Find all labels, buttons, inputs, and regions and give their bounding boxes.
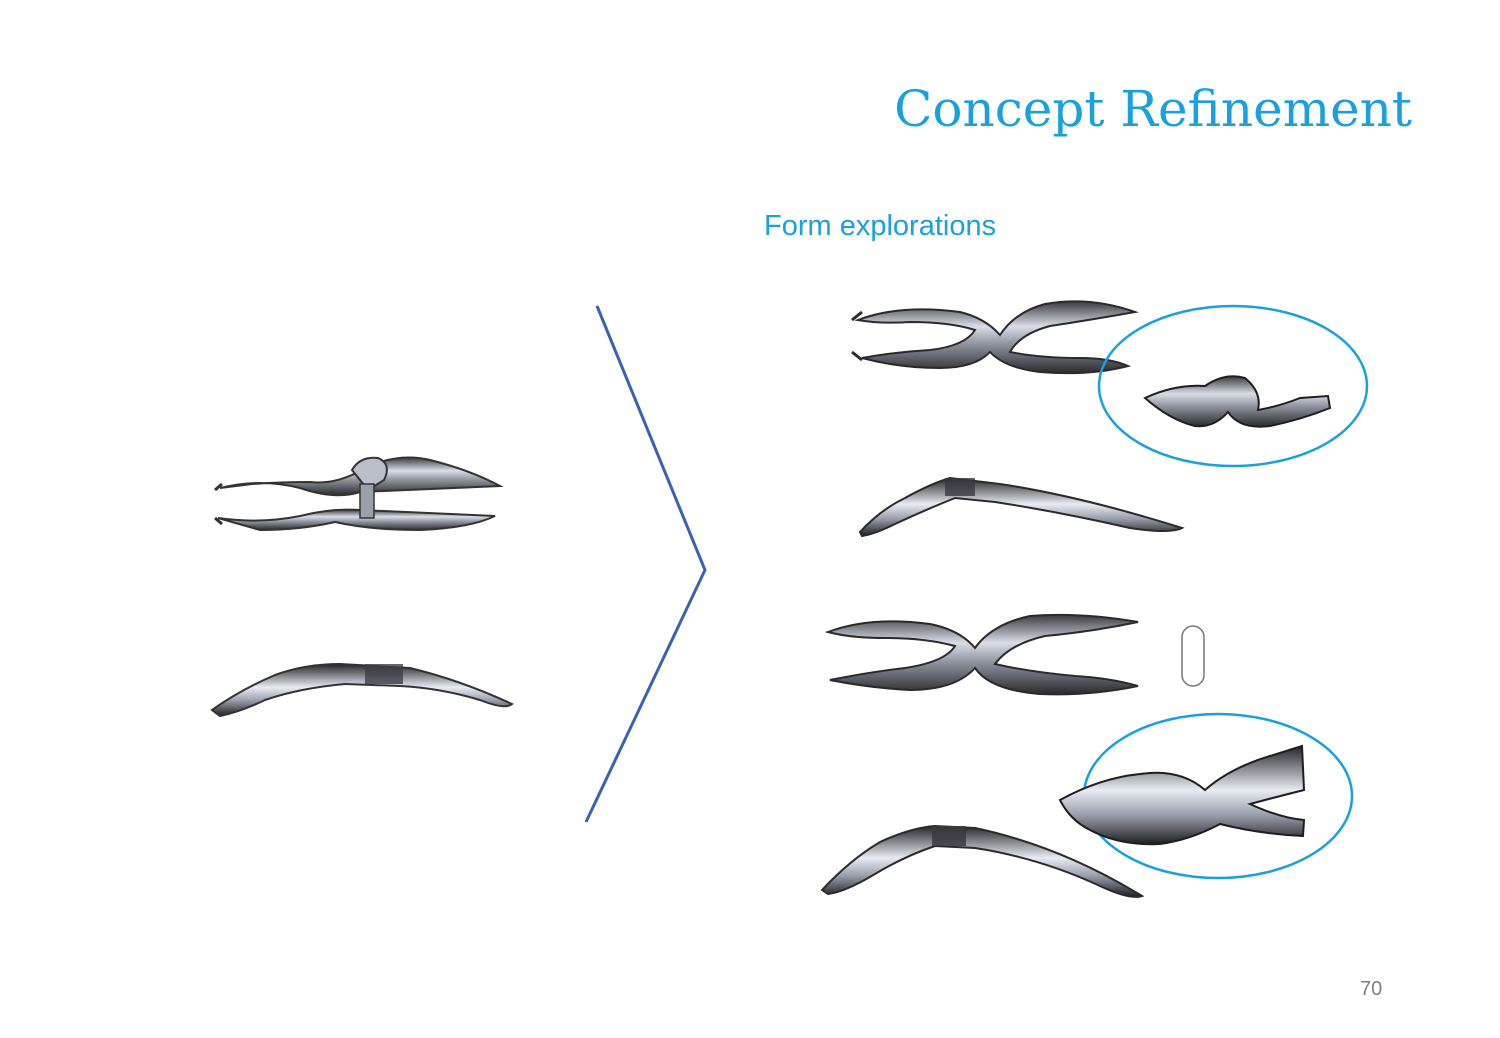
- detail-callout-top: [1097, 304, 1369, 468]
- slide-title: Concept Refinement: [894, 80, 1412, 138]
- forceps-sketch-crossed-jaw-side: [858, 476, 1185, 538]
- chevron-arrow-icon: [584, 305, 707, 823]
- detail-callout-bottom: [1058, 712, 1354, 880]
- page-number: 70: [1360, 978, 1383, 1000]
- forceps-sketch-curved-side: [820, 824, 1145, 898]
- forceps-sketch-open-pliers: [214, 456, 504, 532]
- forceps-sketch-crossed-jaw: [851, 300, 1139, 375]
- section-subtitle: Form explorations: [764, 210, 997, 242]
- forceps-sketch-twisted-jaw: [824, 613, 1205, 696]
- forceps-sketch-side-view: [210, 662, 514, 718]
